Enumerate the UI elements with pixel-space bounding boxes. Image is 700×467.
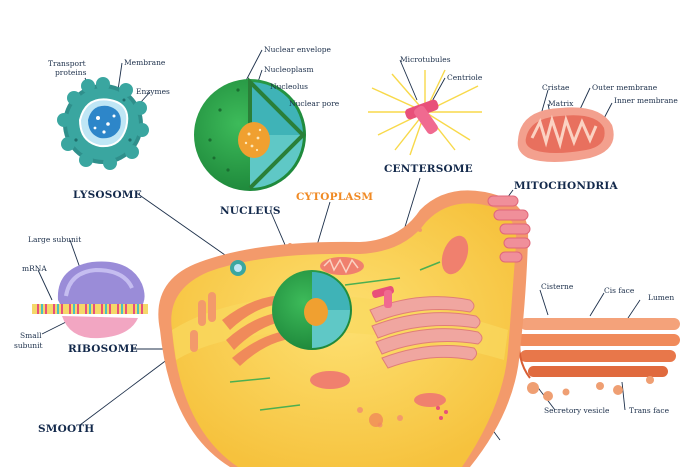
- label-microtubules: Microtubules: [400, 55, 451, 64]
- label-centriole: Centriole: [447, 73, 483, 82]
- label-lumen: Lumen: [648, 293, 675, 302]
- label-lysosome: LYSOSOME: [73, 189, 142, 201]
- label-outer-membrane: Outer membrane: [592, 83, 658, 92]
- centrosome-illustration: [368, 69, 482, 156]
- label-smooth-er: SMOOTH: [38, 423, 95, 435]
- label-small-subunit-2: subunit: [14, 341, 43, 350]
- label-nuclear-envelope: Nuclear envelope: [264, 45, 331, 54]
- cell-mitochondria: [310, 235, 469, 407]
- animal-cell-illustration: [158, 190, 531, 467]
- label-nucleus: NUCLEUS: [220, 205, 281, 217]
- nucleus-illustration: [194, 77, 306, 191]
- label-cytoplasm: CYTOPLASM: [296, 191, 374, 203]
- label-membrane: Membrane: [124, 58, 166, 67]
- cell-centriole: [372, 285, 394, 308]
- label-nuclear-pore: Nuclear pore: [289, 99, 340, 108]
- label-mitochondria: MITOCHONDRIA: [514, 180, 618, 192]
- mitochondria-illustration: [517, 107, 614, 162]
- cell-nucleus: [272, 270, 352, 350]
- golgi-illustration: [516, 318, 680, 401]
- label-centersome: CENTERSOME: [384, 163, 473, 175]
- label-cisterne: Cisterne: [541, 282, 574, 291]
- label-enzymes: Enzymes: [136, 87, 170, 96]
- label-small-subunit: Small: [20, 331, 42, 340]
- label-matrix: Matrix: [548, 99, 574, 108]
- label-inner-membrane: Inner membrane: [614, 96, 678, 105]
- label-nucleoplasm: Nucleoplasm: [264, 65, 314, 74]
- label-cristae: Cristae: [542, 83, 570, 92]
- label-nucleolus: Nucleolus: [270, 82, 309, 91]
- label-transport-proteins: Transport: [48, 59, 86, 68]
- label-large-subunit: Large subunit: [28, 235, 82, 244]
- rough-er: [369, 296, 483, 369]
- lysosome-illustration: [57, 77, 149, 170]
- label-secretory-vesicle: Secretory vesicle: [544, 406, 610, 415]
- label-cis-face: Cis face: [604, 286, 635, 295]
- label-mrna: mRNA: [22, 264, 47, 273]
- label-ribosome: RIBOSOME: [68, 343, 138, 355]
- label-transport-proteins-2: proteins: [55, 68, 87, 77]
- label-trans-face: Trans face: [629, 406, 670, 415]
- ribosome-illustration: [32, 261, 148, 339]
